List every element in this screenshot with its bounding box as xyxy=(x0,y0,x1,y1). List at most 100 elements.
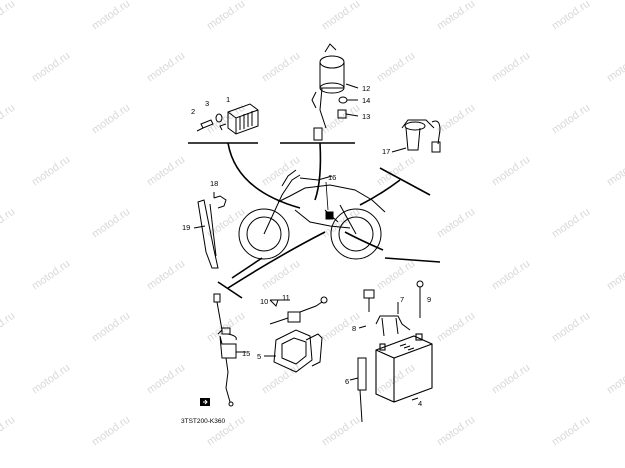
bolt-8 xyxy=(358,289,375,329)
watermark-text: motod.ru xyxy=(30,154,72,189)
watermark-text: motod.ru xyxy=(490,362,532,397)
watermark-text: motod.ru xyxy=(375,258,417,293)
part-number-11: 11 xyxy=(282,293,290,302)
callout-line-battery xyxy=(384,257,441,263)
part-number-5: 5 xyxy=(257,352,261,361)
part-number-15: 15 xyxy=(242,349,250,358)
watermark-text: motod.ru xyxy=(260,258,302,293)
watermark-text: motod.ru xyxy=(490,154,532,189)
callout-curve-switch xyxy=(227,231,326,289)
part-number-4: 4 xyxy=(418,399,422,408)
band-7 xyxy=(375,302,411,337)
watermark-text: motod.ru xyxy=(435,102,477,137)
watermark-text: motod.ru xyxy=(375,362,417,397)
lead-12 xyxy=(345,83,359,89)
front-arrow-box xyxy=(200,398,210,406)
watermark-text: motod.ru xyxy=(435,206,477,241)
watermark-text: motod.ru xyxy=(550,102,592,137)
front-wheel xyxy=(238,208,290,260)
watermark-text: motod.ru xyxy=(30,50,72,85)
part-number-labels: 1 2 3 4 5 6 7 8 9 10 11 12 13 14 15 16 1… xyxy=(182,84,431,408)
washer-3 xyxy=(215,113,223,123)
watermark-text: motod.ru xyxy=(145,362,187,397)
watermark-text: motod.ru xyxy=(30,258,72,293)
watermark-text: motod.ru xyxy=(605,50,625,85)
part-number-1: 1 xyxy=(226,95,230,104)
watermark-text: motod.ru xyxy=(435,414,477,449)
watermark-text: motod.ru xyxy=(260,154,302,189)
watermark-text: motod.ru xyxy=(375,50,417,85)
callout-curve-sensor xyxy=(359,179,401,206)
rectifier-regulator xyxy=(219,103,259,135)
sensor-10-11 xyxy=(269,296,328,325)
callout-lines xyxy=(188,142,441,299)
callout-curve-regulator xyxy=(227,142,301,209)
watermark-text: motod.ru xyxy=(320,414,362,449)
watermark-text: motod.ru xyxy=(490,258,532,293)
switch-15 xyxy=(213,293,246,407)
part-number-3: 3 xyxy=(205,99,209,108)
part-number-6: 6 xyxy=(345,377,349,386)
watermark-text: motod.ru xyxy=(605,362,625,397)
diagram-code: 3TST200-K360 xyxy=(181,418,225,425)
callout-curve-ignition xyxy=(314,142,322,201)
watermark-text: motod.ru xyxy=(30,362,72,397)
part-number-13: 13 xyxy=(362,112,370,121)
fuse-holder-6 xyxy=(349,357,367,423)
watermark-text: motod.ru xyxy=(550,310,592,345)
watermark-text: motod.ru xyxy=(260,50,302,85)
watermark-text: motod.ru xyxy=(90,206,132,241)
watermark-text: motod.ru xyxy=(145,154,187,189)
part-number-19: 19 xyxy=(182,223,190,232)
battery-location-marker xyxy=(325,211,334,220)
battery-4 xyxy=(375,333,433,403)
motorcycle-outline xyxy=(238,169,386,260)
watermark-text: motod.ru xyxy=(0,206,17,241)
callout-line-strap xyxy=(231,257,263,279)
part-number-7: 7 xyxy=(400,295,404,304)
watermark-text: motod.ru xyxy=(0,414,17,449)
main-switch xyxy=(311,43,345,141)
watermark-text: motod.ru xyxy=(205,310,247,345)
watermark-text: motod.ru xyxy=(145,50,187,85)
watermark-text: motod.ru xyxy=(0,310,17,345)
watermark-text: motod.ru xyxy=(90,414,132,449)
watermark-text: motod.ru xyxy=(90,310,132,345)
bolt-9 xyxy=(416,280,424,318)
watermark-text: motod.ru xyxy=(90,0,132,32)
part-number-10: 10 xyxy=(260,297,268,306)
watermark-text: motod.ru xyxy=(550,414,592,449)
callout-line-sensor xyxy=(379,167,431,196)
part-number-14: 14 xyxy=(362,96,370,105)
bolt-2 xyxy=(196,119,214,132)
watermark-text: motod.ru xyxy=(145,258,187,293)
watermark-text: motod.ru xyxy=(0,0,17,32)
part-number-12: 12 xyxy=(362,84,370,93)
part-number-9: 9 xyxy=(427,295,431,304)
watermark-layer: motod.ru motod.ru motod.ru motod.ru motod.ru… xyxy=(0,0,625,448)
watermark-text: motod.ru xyxy=(320,0,362,32)
part-number-18: 18 xyxy=(210,179,218,188)
bracket-5 xyxy=(264,329,323,373)
callout-curve-battery xyxy=(344,231,384,251)
bolt-13 xyxy=(337,109,359,119)
watermark-text: motod.ru xyxy=(435,310,477,345)
watermark-text: motod.ru xyxy=(0,102,17,137)
watermark-text: motod.ru xyxy=(90,102,132,137)
watermark-text: motod.ru xyxy=(320,102,362,137)
band-18-19 xyxy=(193,192,227,269)
watermark-text: motod.ru xyxy=(435,0,477,32)
watermark-text: motod.ru xyxy=(260,362,302,397)
part-number-16: 16 xyxy=(328,173,336,182)
rear-wheel xyxy=(330,208,382,260)
part-number-2: 2 xyxy=(191,107,195,116)
part-number-8: 8 xyxy=(352,324,356,333)
watermark-text: motod.ru xyxy=(605,154,625,189)
sensor-17 xyxy=(391,119,441,153)
callout-line-switch xyxy=(217,281,243,299)
watermark-text: motod.ru xyxy=(490,50,532,85)
watermark-text: motod.ru xyxy=(605,258,625,293)
watermark-text: motod.ru xyxy=(205,0,247,32)
